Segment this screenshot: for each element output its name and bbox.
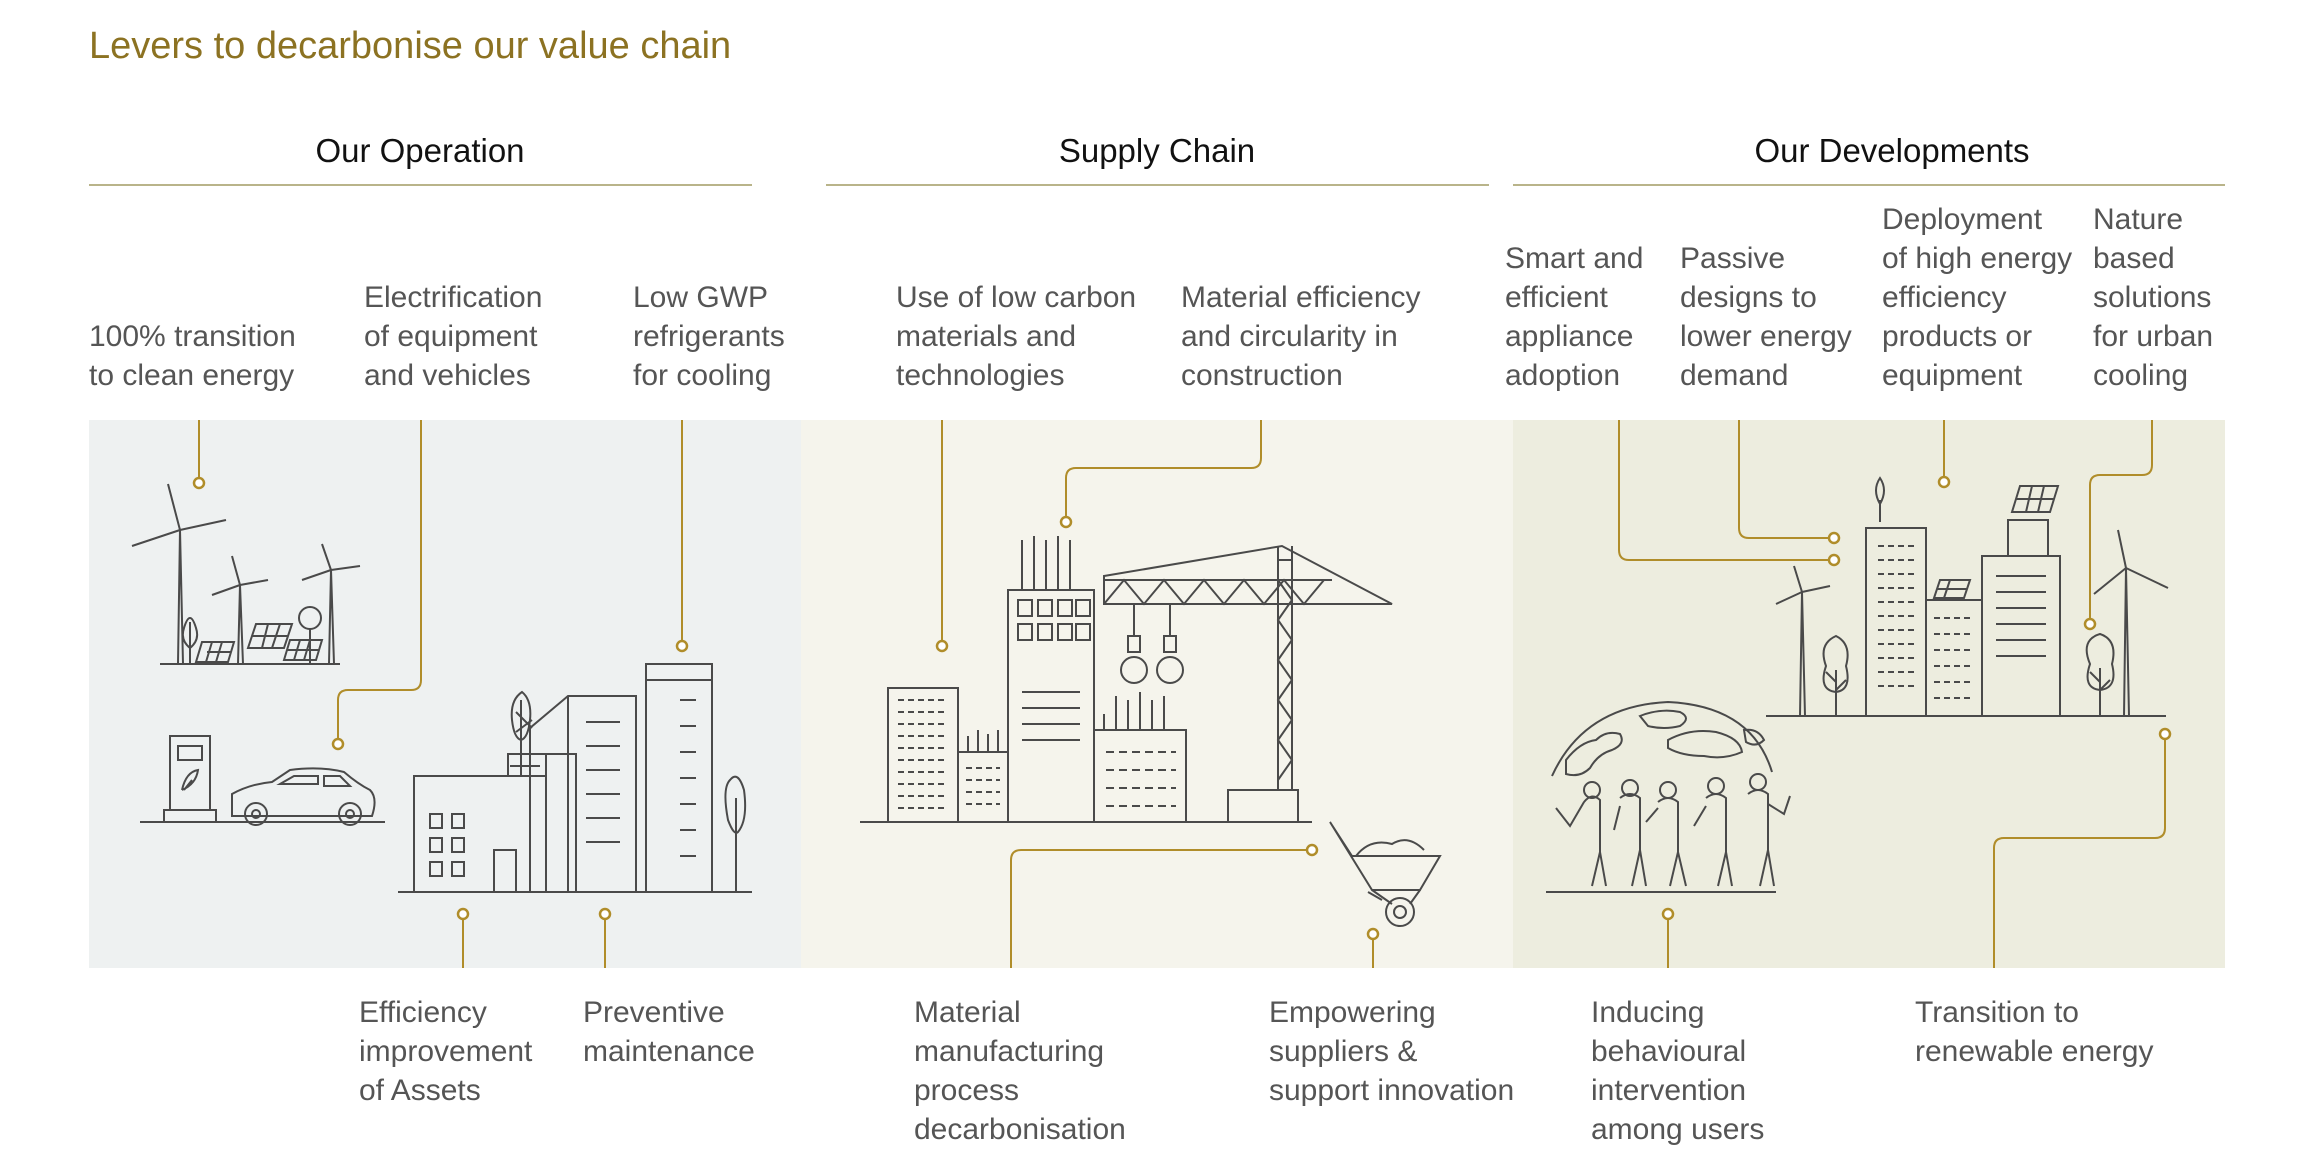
connector-dot <box>331 737 345 751</box>
lever-line: appliance <box>1505 320 1633 353</box>
lever-line: manufacturing <box>914 1035 1104 1068</box>
green-city-illustration <box>1766 476 2169 717</box>
connector-dot <box>1059 515 1073 529</box>
lever-line: Use of low carbon <box>896 281 1136 314</box>
lever-line: technologies <box>896 359 1064 392</box>
lever-line: equipment <box>1882 359 2023 392</box>
lever-top: Use of low carbon materials and technologi… <box>896 281 1136 392</box>
lever-line: lower energy <box>1680 320 1852 353</box>
lever-line: to clean energy <box>89 359 294 392</box>
lever-bottom: Efficiency improvement of Assets <box>359 996 533 1107</box>
connector-dot <box>2083 617 2097 631</box>
lever-line: Transition to <box>1915 996 2079 1029</box>
lever-line: intervention <box>1591 1074 1746 1107</box>
factory-crane-illustration <box>860 536 1393 823</box>
panel-our-developments <box>1513 420 2225 968</box>
lever-line: Efficiency <box>359 996 487 1029</box>
lever-line: construction <box>1181 359 1343 392</box>
lever-line: behavioural <box>1591 1035 1746 1068</box>
lever-line: designs to <box>1680 281 1817 314</box>
lever-line: cooling <box>2093 359 2188 392</box>
lever-top: Deployment of high energy efficiency produc… <box>1882 203 2072 392</box>
lever-top: Material efficiency and circularity in con… <box>1181 281 1421 392</box>
connector-dot <box>456 907 470 921</box>
lever-line: efficient <box>1505 281 1609 314</box>
lever-top: Passive designs to lower energy demand <box>1680 242 1852 392</box>
lever-line: adoption <box>1505 359 1620 392</box>
lever-line: Preventive <box>583 996 725 1029</box>
connector-dot <box>1937 475 1951 489</box>
connector-dots <box>192 475 2172 941</box>
lever-line: Low GWP <box>633 281 768 314</box>
connector-dot <box>675 639 689 653</box>
lever-line: refrigerants <box>633 320 785 353</box>
lever-line: based <box>2093 242 2175 275</box>
lever-bottom: Material manufacturing process decarbonisat… <box>914 996 1126 1146</box>
buildings-operation-illustration <box>398 663 752 893</box>
lever-line: process <box>914 1074 1019 1107</box>
lever-top: Nature based solutions for urban cooling <box>2093 203 2213 392</box>
lever-bottom: Empowering suppliers & support innovation <box>1269 996 1514 1107</box>
lever-bottom: Inducing behavioural intervention among use… <box>1591 996 1764 1146</box>
globe-people-illustration <box>1546 700 1791 893</box>
lever-line: and circularity in <box>1181 320 1398 353</box>
lever-line: for cooling <box>633 359 771 392</box>
lever-line: Passive <box>1680 242 1785 275</box>
lever-line: improvement <box>359 1035 533 1068</box>
lever-line: decarbonisation <box>914 1113 1126 1146</box>
lever-line: Smart and <box>1505 242 1643 275</box>
lever-line: Empowering <box>1269 996 1436 1029</box>
connector-dot <box>1827 553 1841 567</box>
lever-line: for urban <box>2093 320 2213 353</box>
lever-line: products or <box>1882 320 2032 353</box>
lever-bottom: Transition to renewable energy <box>1915 996 2154 1068</box>
connector-dot <box>1305 843 1319 857</box>
connector-dot <box>2158 727 2172 741</box>
section-title-supply-chain: Supply Chain <box>1059 132 1255 169</box>
connectors <box>198 420 2166 968</box>
top-levers: 100% transition to clean energy Electrifi… <box>89 203 2213 392</box>
wind-solar-illustration <box>131 483 361 665</box>
connector-dot <box>1827 531 1841 545</box>
lever-line: and vehicles <box>364 359 531 392</box>
lever-top: Low GWP refrigerants for cooling <box>633 281 785 392</box>
wheelbarrow-illustration <box>1329 821 1442 927</box>
section-title-our-developments: Our Developments <box>1754 132 2029 169</box>
connector-dot <box>598 907 612 921</box>
lever-line: renewable energy <box>1915 1035 2154 1068</box>
lever-top: 100% transition to clean energy <box>89 320 296 392</box>
lever-line: suppliers & <box>1269 1035 1417 1068</box>
ev-car-illustration <box>140 735 385 826</box>
lever-line: Material efficiency <box>1181 281 1421 314</box>
panel-our-operation <box>89 420 801 968</box>
bottom-levers: Efficiency improvement of Assets Preventiv… <box>359 996 2154 1146</box>
lever-line: of high energy <box>1882 242 2072 275</box>
lever-line: Material <box>914 996 1021 1029</box>
connector-dot <box>935 639 949 653</box>
lever-top: Smart and efficient appliance adoption <box>1505 242 1643 392</box>
lever-line: among users <box>1591 1113 1764 1146</box>
lever-line: support innovation <box>1269 1074 1514 1107</box>
lever-line: Electrification <box>364 281 542 314</box>
lever-line: 100% transition <box>89 320 296 353</box>
lever-line: Inducing <box>1591 996 1704 1029</box>
lever-line: Nature <box>2093 203 2183 236</box>
connector-dot <box>1366 927 1380 941</box>
lever-line: efficiency <box>1882 281 2007 314</box>
lever-bottom: Preventive maintenance <box>583 996 755 1068</box>
lever-line: demand <box>1680 359 1788 392</box>
lever-line: of equipment <box>364 320 538 353</box>
lever-line: maintenance <box>583 1035 755 1068</box>
connector-dot <box>1661 907 1675 921</box>
lever-line: of Assets <box>359 1074 481 1107</box>
page-title: Levers to decarbonise our value chain <box>89 25 731 67</box>
section-title-our-operation: Our Operation <box>315 132 524 169</box>
lever-line: solutions <box>2093 281 2211 314</box>
panel-supply-chain <box>801 420 1513 968</box>
connector-dot <box>192 476 206 490</box>
lever-top: Electrification of equipment and vehicles <box>364 281 542 392</box>
lever-line: Deployment <box>1882 203 2043 236</box>
lever-line: materials and <box>896 320 1076 353</box>
